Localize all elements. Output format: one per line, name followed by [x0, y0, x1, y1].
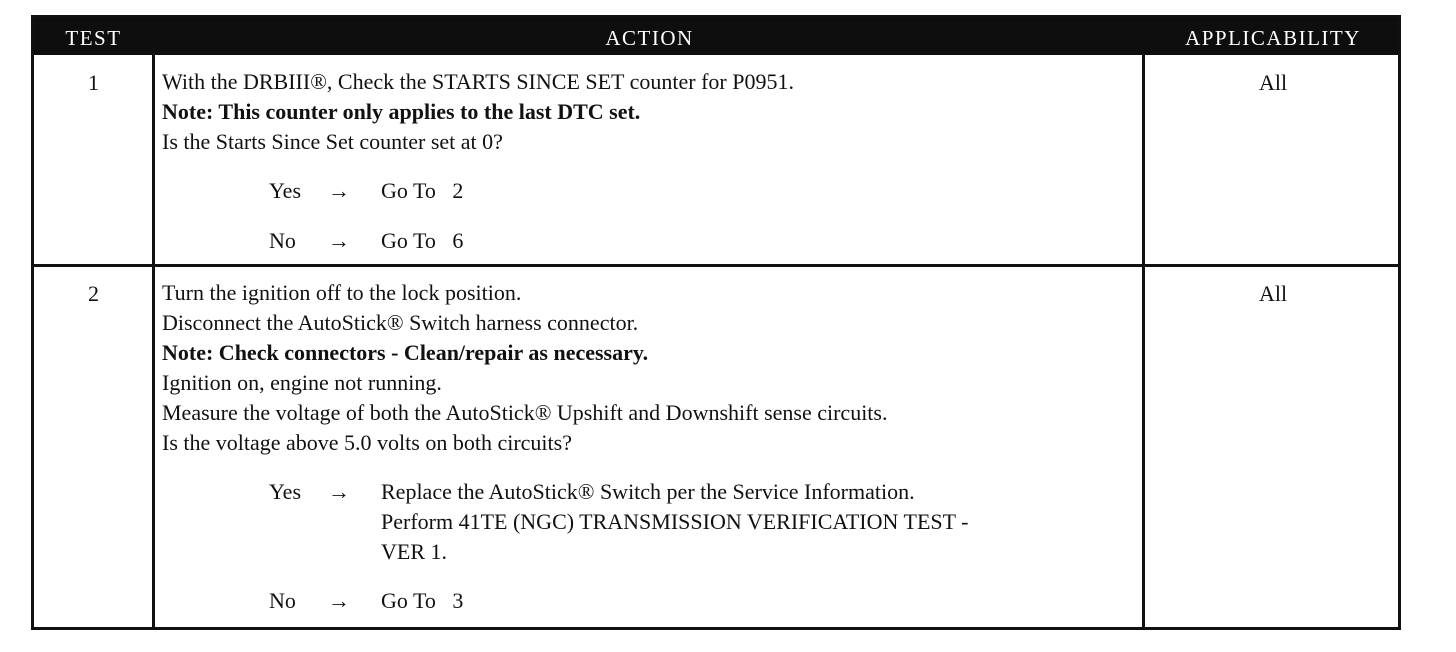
row-divider	[34, 264, 1398, 267]
header-action: ACTION	[605, 26, 694, 50]
test-number-1: 1	[88, 70, 99, 95]
diagnostic-test-table: TEST ACTION APPLICABILITY 1 All With the…	[31, 15, 1401, 630]
action-text: Turn the ignition off to the lock positi…	[162, 280, 522, 305]
answer-label: Yes	[269, 479, 302, 504]
right-arrow-icon: →	[328, 479, 350, 504]
action-question: Is the Starts Since Set counter set at 0…	[162, 129, 503, 154]
branch-result: VER 1.	[381, 539, 447, 564]
branch-yes: Yes → Go To 2	[162, 176, 1137, 206]
action-text: Disconnect the AutoStick® Switch harness…	[162, 310, 639, 335]
right-arrow-icon: →	[328, 228, 350, 253]
branch-yes: Yes → Replace the AutoStick® Switch per …	[162, 477, 1137, 567]
action-cell-2: Turn the ignition off to the lock positi…	[162, 278, 1137, 616]
action-note: Note: This counter only applies to the l…	[162, 99, 641, 124]
answer-label: No	[269, 588, 296, 613]
action-text: With the DRBIII®, Check the STARTS SINCE…	[162, 69, 794, 94]
branch-result: Replace the AutoStick® Switch per the Se…	[381, 479, 915, 504]
table-header: TEST ACTION APPLICABILITY	[34, 18, 1398, 55]
column-divider	[1142, 55, 1145, 627]
header-test: TEST	[65, 26, 122, 50]
action-cell-1: With the DRBIII®, Check the STARTS SINCE…	[162, 67, 1137, 256]
right-arrow-icon: →	[328, 588, 350, 613]
action-question: Is the voltage above 5.0 volts on both c…	[162, 430, 572, 455]
action-text: Ignition on, engine not running.	[162, 370, 442, 395]
action-text: Measure the voltage of both the AutoStic…	[162, 400, 888, 425]
branch-result: Go To 2	[381, 178, 464, 203]
action-note: Note: Check connectors - Clean/repair as…	[162, 340, 649, 365]
column-divider	[152, 55, 155, 627]
applicability-1: All	[1258, 70, 1288, 95]
test-number-2: 2	[88, 281, 99, 306]
applicability-2: All	[1258, 281, 1288, 306]
answer-label: Yes	[269, 178, 302, 203]
header-applicability: APPLICABILITY	[1185, 26, 1361, 50]
branch-result: Go To 3	[381, 588, 464, 613]
answer-label: No	[269, 228, 296, 253]
branch-no: No → Go To 3	[162, 586, 1137, 616]
branch-no: No → Go To 6	[162, 226, 1137, 256]
branch-result: Go To 6	[381, 228, 464, 253]
right-arrow-icon: →	[328, 178, 350, 203]
branch-result: Perform 41TE (NGC) TRANSMISSION VERIFICA…	[381, 509, 969, 534]
